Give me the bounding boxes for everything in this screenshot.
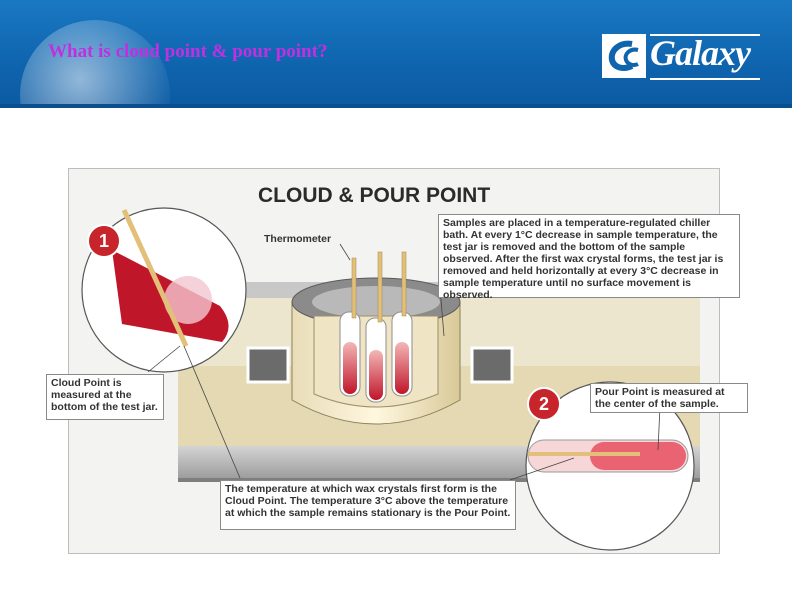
callout-samples: Samples are placed in a temperature-regu… [438,214,740,301]
header-rule [0,104,792,108]
figure-title: CLOUD & POUR POINT [258,184,491,207]
cabinet-window-left [246,346,290,384]
zoom-circle-pour-point [525,381,695,551]
zoom-circle-cloud-point [81,207,247,373]
badge-1-number: 1 [99,231,109,251]
badge-1: 1 [87,224,121,258]
slide-title: What is cloud point & pour point? [48,41,328,62]
thermometers [351,251,407,323]
callout-cloud-point: Cloud Point is measured at the bottom of… [46,374,164,420]
callout-definition: The temperature at which wax crystals fi… [220,480,516,530]
galaxy-wordmark: Galaxy [650,33,751,73]
callout-pour-point: Pour Point is measured at the center of … [590,383,748,413]
galaxy-logo: Galaxy [598,30,762,82]
slide-header [0,0,792,170]
badge-2-number: 2 [539,394,549,414]
test-tubes [339,311,413,403]
logo-stripe [650,34,760,36]
cabinet-window-right [470,346,514,384]
logo-stripe [650,78,760,80]
thermometer-label: Thermometer [264,233,332,245]
galaxy-logo-mark-icon [602,34,646,78]
globe-decoration [20,20,170,170]
badge-2: 2 [527,387,561,421]
